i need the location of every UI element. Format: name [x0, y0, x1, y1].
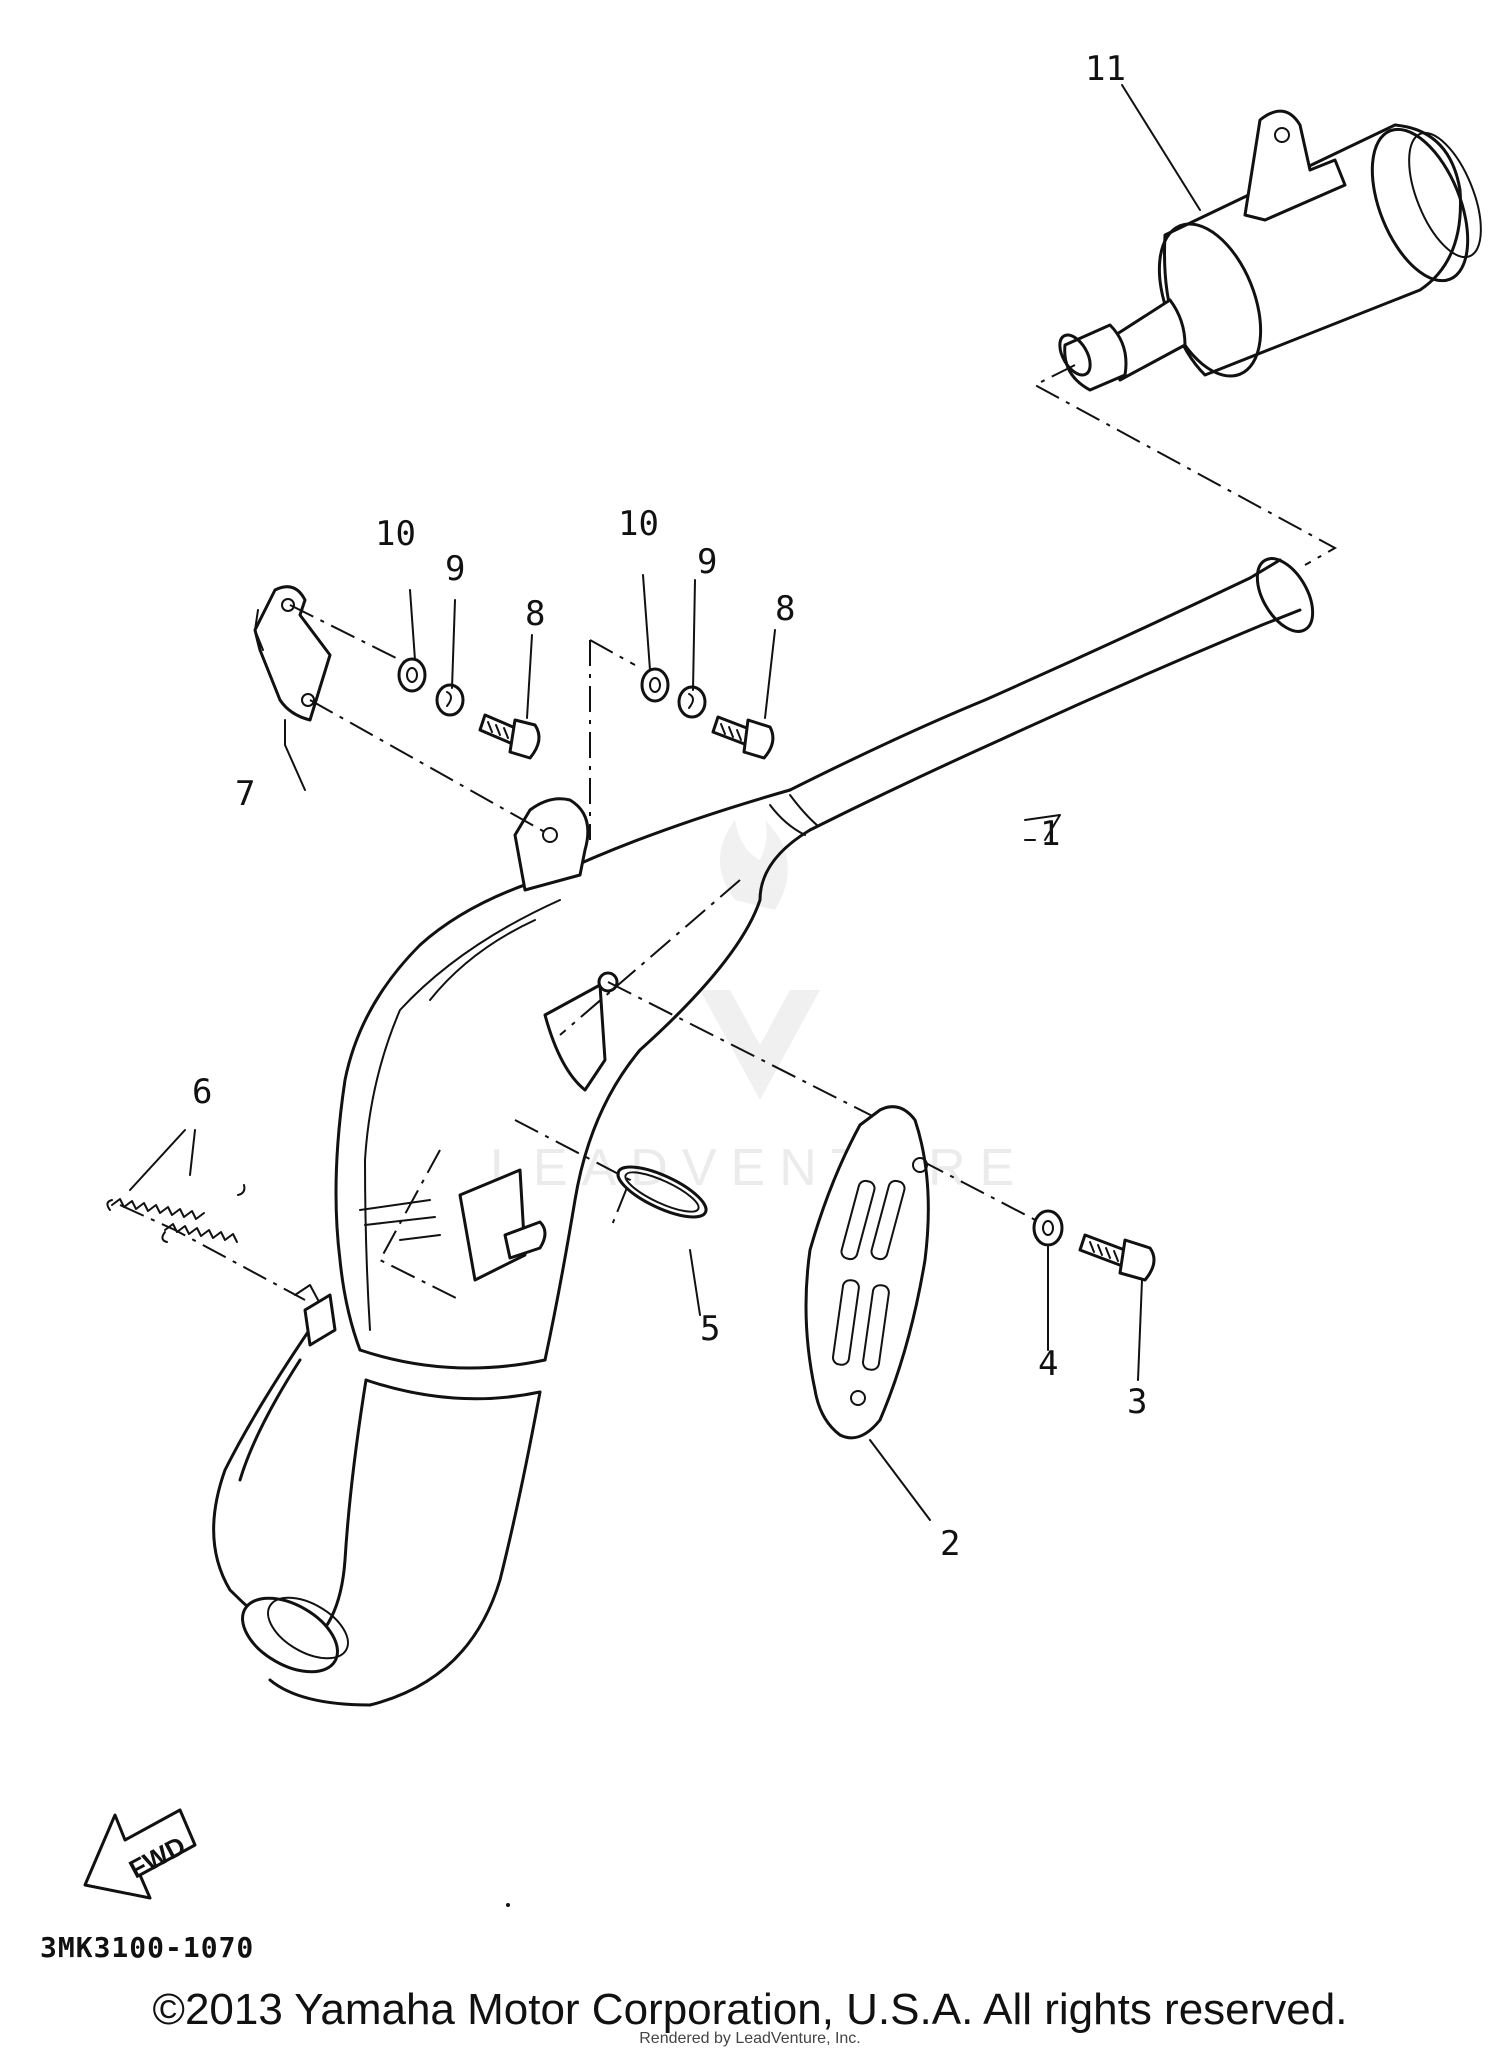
part-3-bolt [1078, 1233, 1156, 1282]
part-11-silencer [1058, 109, 1482, 392]
part-4-washer [1032, 1209, 1064, 1247]
copyright-notice: ©2013 Yamaha Motor Corporation, U.S.A. A… [152, 1985, 1348, 2034]
callout-8-right: 8 [775, 589, 795, 629]
callout-1: 1 [1040, 814, 1060, 854]
part-9-washer-left [435, 683, 465, 717]
part-9-washer-right [677, 685, 707, 719]
callout-4: 4 [1038, 1344, 1058, 1384]
callout-11: 11 [1085, 49, 1126, 89]
part-10-washer-left [397, 657, 427, 693]
render-credit: Rendered by LeadVenture, Inc. [639, 2030, 861, 2047]
callout-9-right: 9 [697, 542, 717, 582]
part-6-springs [106, 1184, 246, 1243]
callout-7: 7 [235, 774, 255, 814]
part-7-bracket [253, 585, 332, 722]
callout-10-right: 10 [618, 504, 659, 544]
part-10-washer-right [640, 667, 670, 703]
part-1-exhaust-pipe [212, 557, 1315, 1707]
part-2-heat-shield [804, 1105, 930, 1440]
callout-2: 2 [940, 1524, 960, 1564]
watermark-text: LEADVENTURE [490, 1139, 1028, 1197]
part-5-gasket [616, 1165, 708, 1219]
callout-3: 3 [1127, 1382, 1147, 1422]
exhaust-parts-diagram: LEADVENTURE [40, 49, 1482, 1964]
forward-arrow-icon: FWD [83, 1808, 197, 1900]
diagram-part-code: 3MK3100-1070 [40, 1931, 254, 1964]
callout-5: 5 [700, 1309, 720, 1349]
part-8-bolt-left [478, 713, 541, 760]
callout-9-left: 9 [445, 549, 465, 589]
callout-8-left: 8 [525, 594, 545, 634]
callout-10-left: 10 [375, 514, 416, 554]
callout-6: 6 [192, 1072, 212, 1112]
part-8-bolt-right [711, 715, 775, 760]
